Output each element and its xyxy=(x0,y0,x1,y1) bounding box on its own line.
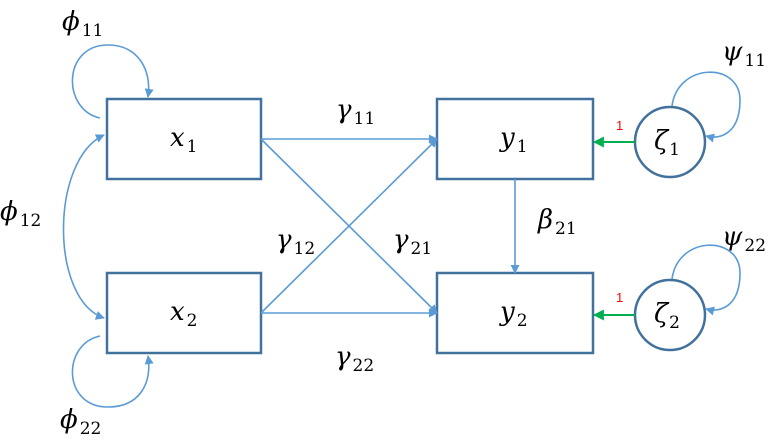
x2-box xyxy=(105,271,263,355)
zeta2-label: ζ2 xyxy=(654,299,680,333)
phi12-curve xyxy=(62,134,105,320)
psi11-loop xyxy=(671,71,741,143)
psi22-loop xyxy=(671,244,741,316)
fixed-loading-1-label: 1 xyxy=(616,118,623,133)
y2-box xyxy=(435,271,595,355)
x1-box xyxy=(105,97,263,181)
phi11-loop xyxy=(71,44,154,119)
fixed-loading-2-label: 1 xyxy=(616,290,623,305)
gamma12-arrow xyxy=(260,138,438,314)
y1-box xyxy=(435,97,595,181)
zeta1-label: ζ1 xyxy=(654,126,680,160)
phi22-loop xyxy=(71,335,154,408)
